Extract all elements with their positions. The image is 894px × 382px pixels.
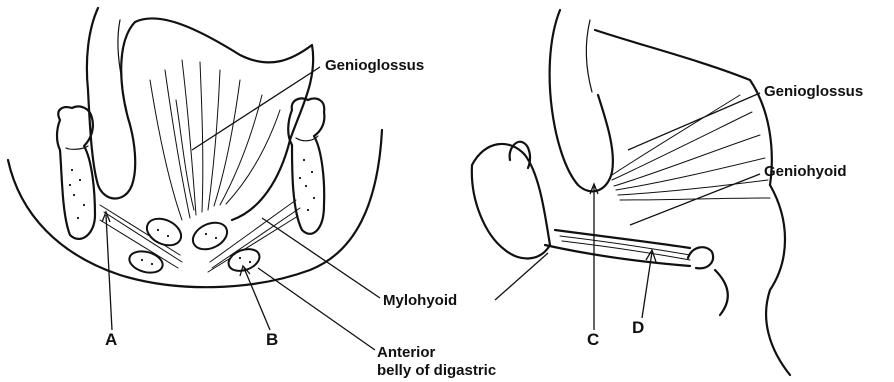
right-incisor [510,142,530,168]
right-neck [766,185,790,375]
letter-b: B [266,330,278,349]
right-finger [550,10,613,191]
right-mandible [472,144,550,259]
right-tongue [595,30,772,185]
letter-c: C [587,330,599,349]
right-sagittal-view [472,10,790,375]
label-geniohyoid: Geniohyoid [764,163,847,180]
label-belly-of-digastric: belly of digastric [377,362,496,379]
left-muscle-blob-2 [189,218,232,255]
letter-d: D [632,318,644,337]
label-mylohyoid: Mylohyoid [383,292,457,309]
label-genioglossus-left: Genioglossus [325,57,424,74]
letter-a: A [105,330,117,349]
right-hyoid [688,247,713,268]
right-tooth [288,98,324,233]
digastric-blob [226,245,263,275]
left-finger [87,8,135,199]
label-anterior: Anterior [377,344,436,361]
left-muscle-blob-1 [143,214,186,251]
label-genioglossus-right: Genioglossus [764,83,863,100]
left-muscle-blob-3 [127,248,165,276]
